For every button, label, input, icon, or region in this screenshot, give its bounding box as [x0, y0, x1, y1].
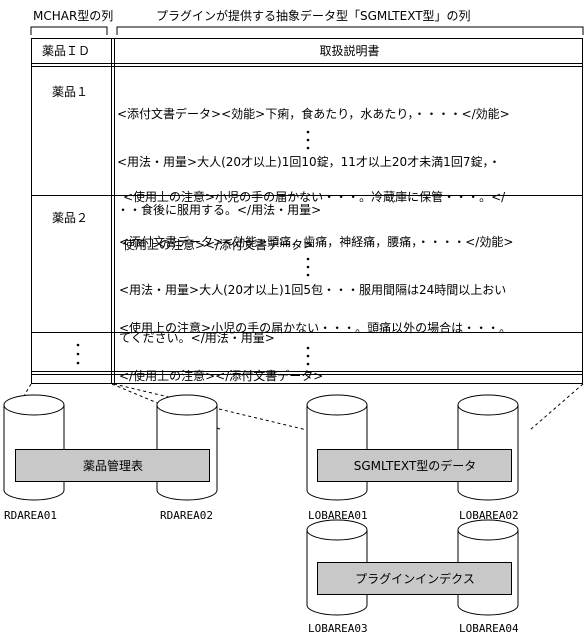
- sgml-data-box-label: SGMLTEXT型のデータ: [353, 459, 477, 473]
- row1-id: 薬品１: [52, 85, 89, 99]
- area-label-lobarea01: LOBAREA01: [308, 509, 368, 522]
- plugin-index-box-label: プラグインインデクス: [355, 572, 475, 586]
- row1-manual-top: <添付文書データ><効能>下痢，食あたり，水あたり，・・・・</効能> <用法・…: [117, 107, 510, 217]
- area-label-lobarea04: LOBAREA04: [459, 622, 519, 635]
- row1-manual-bottom: <使用上の注意>小児の手の届かない・・・。冷蔵庫に保管・・・。</ 使用上の注意…: [123, 190, 506, 252]
- sgml-data-box: [317, 449, 512, 482]
- col-header-manual: 取扱説明書: [319, 44, 380, 58]
- row2-manual-bottom: <使用上の注意>小児の手の届かない・・・。頭痛以外の場合は・・・。 </使用上の…: [119, 321, 512, 383]
- area-label-rdarea01: RDAREA01: [4, 509, 57, 522]
- plugin-index-box: [317, 562, 512, 595]
- table-box-label: 薬品管理表: [82, 459, 143, 473]
- row2-id: 薬品２: [52, 211, 89, 225]
- area-label-lobarea02: LOBAREA02: [459, 509, 519, 522]
- ellipsis-dots: [76, 130, 310, 366]
- left-caption: MCHAR型の列: [33, 9, 114, 23]
- col-header-id: 薬品ＩＤ: [42, 44, 91, 58]
- right-caption: プラグインが提供する抽象データ型「SGMLTEXT型」の列: [156, 9, 471, 23]
- table-box: [15, 449, 210, 482]
- area-label-rdarea02: RDAREA02: [160, 509, 213, 522]
- row2-manual-top: <添付文書データ><効能>頭痛，歯痛，神経痛，腰痛，・・・・</効能> <用法・…: [119, 235, 514, 345]
- area-label-lobarea03: LOBAREA03: [308, 622, 368, 635]
